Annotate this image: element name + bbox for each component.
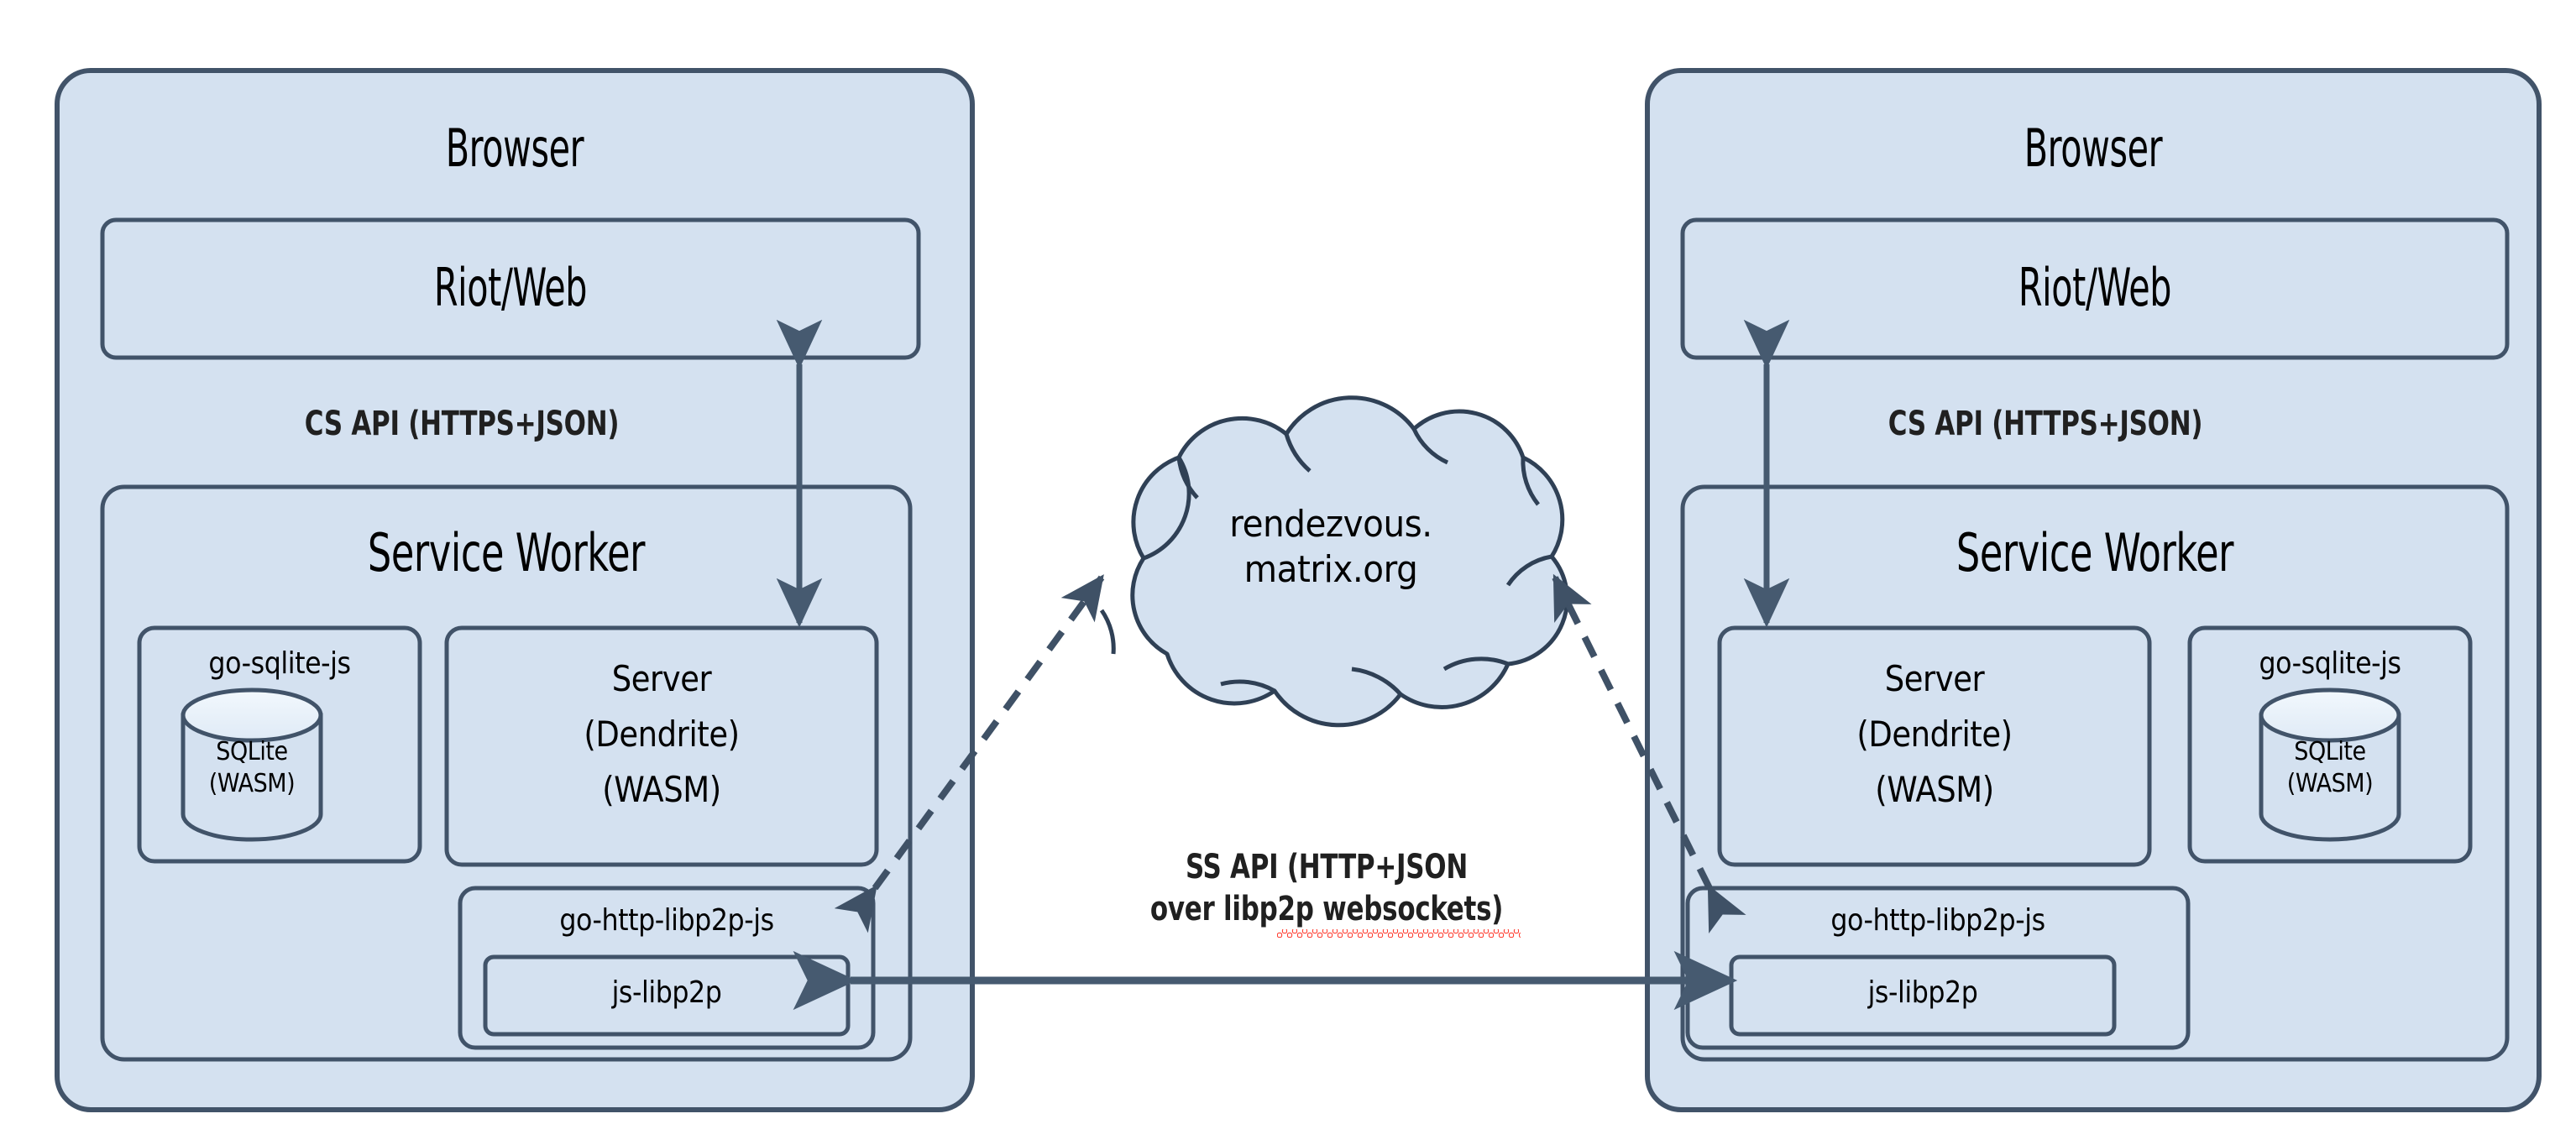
left-riot-web-label: Riot/Web (433, 257, 588, 318)
right-js-libp2p-label: js-libp2p (1867, 975, 1978, 1010)
rendezvous-cloud (1099, 395, 1569, 728)
right-service-worker-title: Service Worker (1956, 522, 2234, 583)
left-sqlite-label-line1: SQLite (216, 737, 288, 766)
left-riot-web-box (100, 217, 921, 360)
right-browser-title: Browser (2024, 118, 2163, 179)
left-sqlite-cylinder (181, 688, 323, 842)
right-server-label-line1: Server (1884, 658, 1985, 699)
right-sqlite-cylinder (2259, 688, 2401, 842)
left-cs-api-label: CS API (HTTPS+JSON) (304, 405, 620, 443)
left-rendezvous-dashed-arrow (834, 574, 1105, 933)
right-go-sqlite-js-label: go-sqlite-js (2259, 646, 2401, 681)
right-riot-web-label: Riot/Web (2018, 257, 2172, 318)
left-go-sqlite-js-label: go-sqlite-js (208, 646, 351, 681)
left-browser-title: Browser (445, 118, 584, 179)
right-go-http-libp2p-js-label: go-http-libp2p-js (1830, 903, 2045, 938)
left-server-label-line2: (Dendrite) (584, 714, 740, 755)
right-rendezvous-dashed-arrow (1552, 573, 1746, 934)
left-service-worker-title: Service Worker (367, 522, 646, 583)
right-sqlite-label-line2: (WASM) (2286, 769, 2374, 798)
right-cs-api-label: CS API (HTTPS+JSON) (1887, 405, 2203, 443)
left-go-http-libp2p-js-label: go-http-libp2p-js (559, 903, 774, 938)
right-sqlite-label-line1: SQLite (2294, 737, 2366, 766)
right-riot-web-box (1680, 217, 2510, 360)
left-server-label-line1: Server (611, 658, 712, 699)
cloud-label-line2: matrix.org (1243, 548, 1418, 591)
left-js-libp2p-label: js-libp2p (611, 975, 722, 1010)
right-server-label-line3: (WASM) (1875, 769, 1994, 810)
cloud-label-line1: rendezvous. (1229, 503, 1432, 546)
right-server-label-line2: (Dendrite) (1856, 714, 2013, 755)
left-server-label-line3: (WASM) (602, 769, 721, 810)
ss-api-label-line2: over libp2p websockets) (1149, 890, 1504, 928)
left-sqlite-label-line2: (WASM) (208, 769, 296, 798)
ss-api-label-line1: SS API (HTTP+JSON (1186, 848, 1468, 886)
